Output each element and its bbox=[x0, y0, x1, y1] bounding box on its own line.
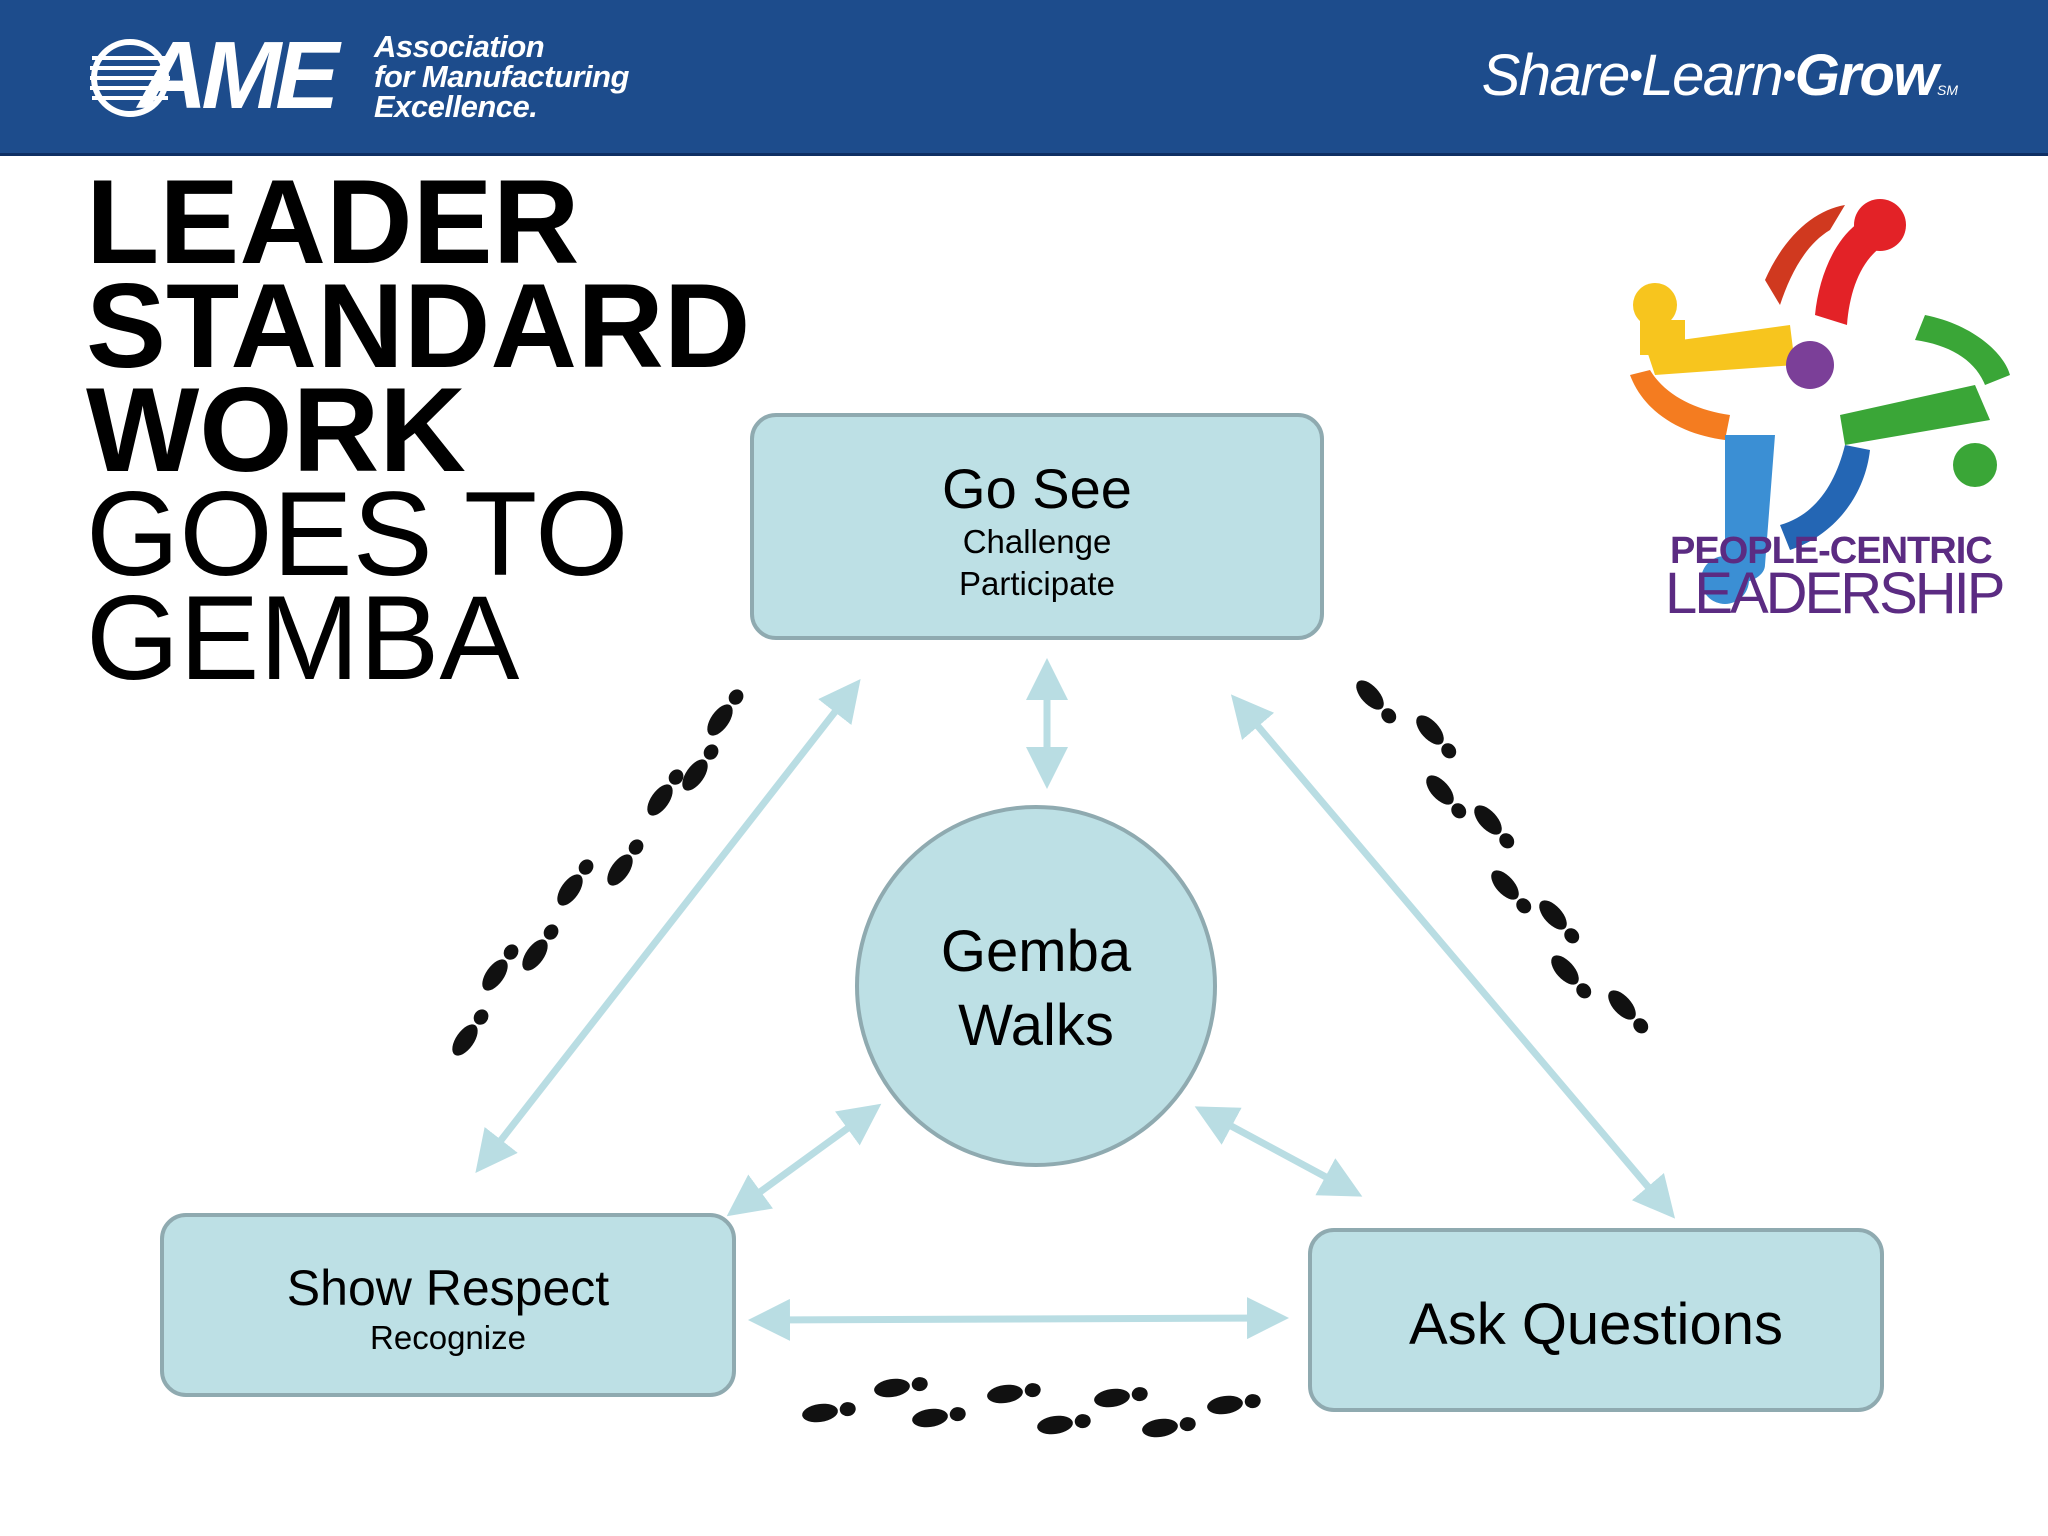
node-ask-questions-title: Ask Questions bbox=[1409, 1292, 1783, 1357]
node-go-see-sub-2: Participate bbox=[959, 565, 1115, 602]
ame-logo-line-3: Excellence. bbox=[374, 89, 538, 124]
title-line-4: GOES TO bbox=[86, 467, 629, 601]
node-show-respect-title: Show Respect bbox=[286, 1260, 610, 1316]
tagline-share: Share bbox=[1481, 43, 1631, 108]
title-line-3: WORK bbox=[86, 363, 466, 497]
node-gemba-walks: Gemba Walks bbox=[855, 805, 1217, 1167]
header-bar: AME Association for Manufacturing Excell… bbox=[0, 0, 2048, 156]
node-gemba-line-2: Walks bbox=[958, 993, 1114, 1058]
node-show-respect-sub-1: Recognize bbox=[370, 1319, 526, 1356]
people-centric-logo-icon bbox=[1630, 199, 2010, 604]
footprints-right-icon bbox=[1356, 680, 1649, 1034]
tagline-dot-icon: • bbox=[1782, 54, 1796, 98]
node-gemba-line-1: Gemba bbox=[940, 919, 1132, 984]
title-line-2: STANDARD bbox=[86, 259, 751, 393]
arrow-gemba-show-respect bbox=[726, 1103, 882, 1217]
arrow-show-respect-ask-questions bbox=[748, 1297, 1289, 1341]
tagline-dot-icon: • bbox=[1628, 54, 1643, 98]
slide-title: LEADER STANDARD WORK GOES TO GEMBA bbox=[86, 155, 751, 705]
arrow-go-see-ask-questions bbox=[1230, 694, 1676, 1219]
title-line-5: GEMBA bbox=[86, 571, 520, 705]
ame-logo-line-1: Association bbox=[374, 29, 545, 64]
arrow-go-see-show-respect bbox=[475, 678, 861, 1174]
tagline-learn: Learn bbox=[1641, 43, 1783, 108]
ame-logo-mark: AME bbox=[138, 22, 339, 129]
arrow-gemba-ask-questions bbox=[1194, 1106, 1363, 1197]
tagline: Share•Learn•GrowSM bbox=[1482, 44, 1958, 122]
tagline-grow: Grow bbox=[1794, 43, 1939, 108]
service-mark: SM bbox=[1937, 82, 1958, 98]
node-go-see-title: Go See bbox=[942, 457, 1132, 520]
ame-logo-line-2: for Manufacturing bbox=[374, 59, 630, 94]
node-show-respect: Show Respect Recognize bbox=[160, 1213, 736, 1397]
ame-logo: AME Association for Manufacturing Excell… bbox=[90, 28, 650, 124]
footprints-left-icon bbox=[452, 689, 744, 1056]
title-line-1: LEADER bbox=[86, 155, 580, 289]
node-ask-questions: Ask Questions bbox=[1308, 1228, 1884, 1412]
node-go-see: Go See Challenge Participate bbox=[750, 413, 1324, 640]
footprints-bottom-icon bbox=[802, 1377, 1261, 1438]
badge-line-2: LEADERSHIP bbox=[1665, 561, 2005, 626]
ame-logo-text: Association for Manufacturing Excellence… bbox=[374, 29, 630, 124]
badge-line-1: PEOPLE-CENTRIC bbox=[1670, 530, 1993, 572]
node-go-see-sub-1: Challenge bbox=[962, 523, 1112, 560]
ame-globe-icon bbox=[90, 39, 170, 117]
